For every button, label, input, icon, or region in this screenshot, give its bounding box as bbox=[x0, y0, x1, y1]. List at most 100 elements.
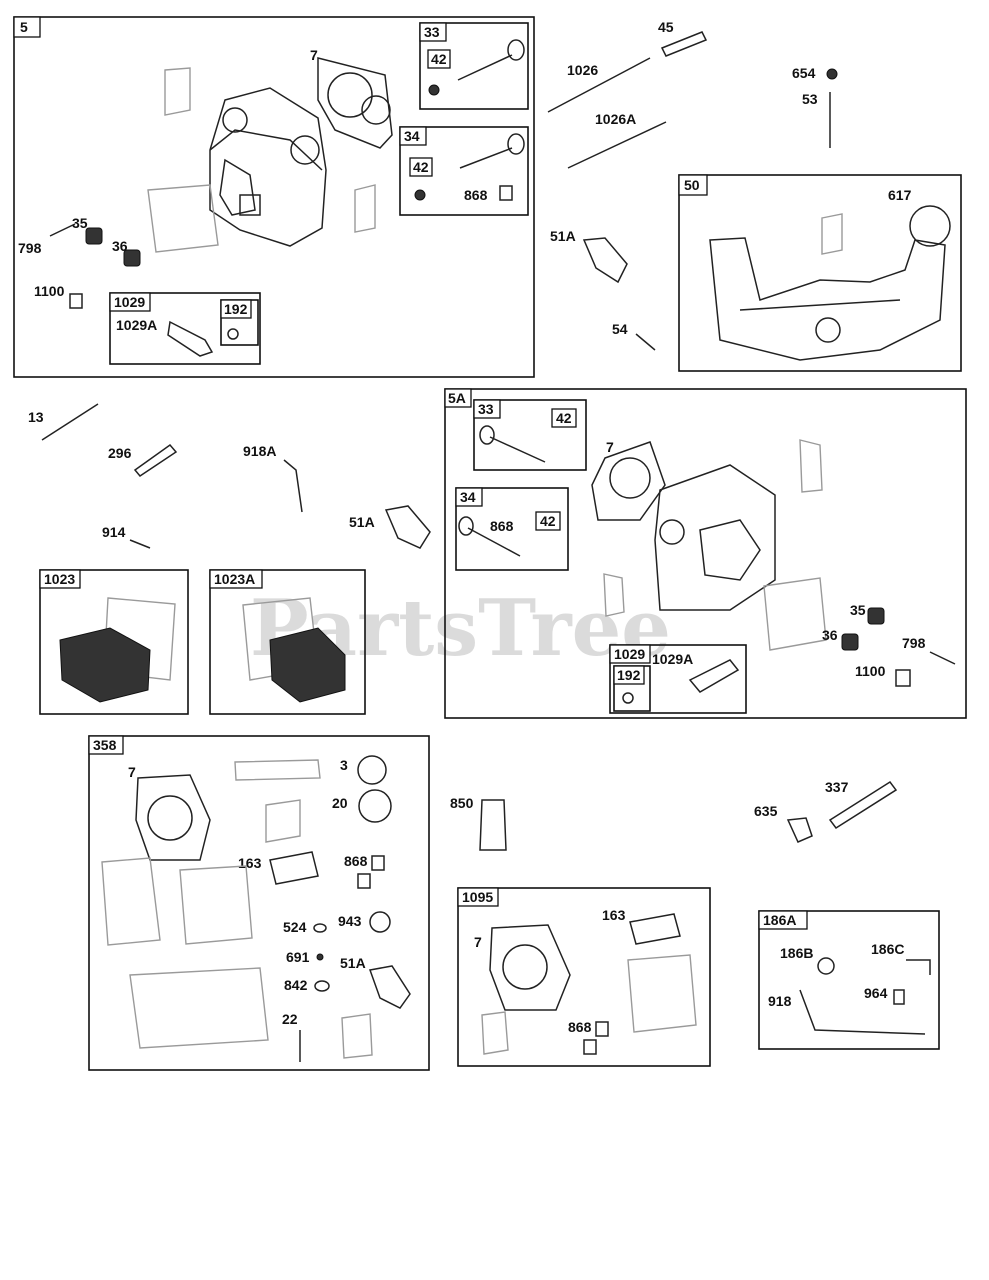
group-34-frame bbox=[399, 126, 529, 216]
intake-valve bbox=[489, 436, 546, 463]
bolt bbox=[41, 403, 99, 441]
gasket bbox=[265, 799, 301, 843]
gasket bbox=[101, 857, 161, 946]
elbow-fitting bbox=[906, 959, 931, 975]
label-868: 868 bbox=[344, 853, 368, 869]
valve-cover bbox=[269, 627, 346, 703]
group-192-tag bbox=[220, 299, 252, 319]
label-635: 635 bbox=[754, 803, 778, 819]
exhaust-gasket bbox=[384, 505, 431, 549]
group-50-frame bbox=[678, 174, 962, 372]
valve-cover bbox=[59, 627, 151, 703]
group-1095-tag bbox=[457, 887, 499, 907]
intake-gasket bbox=[164, 67, 191, 116]
label-842: 842 bbox=[284, 977, 308, 993]
valve-cover-gasket bbox=[147, 184, 219, 253]
bushing bbox=[133, 443, 178, 477]
group-1023-tag bbox=[39, 569, 81, 589]
label-798: 798 bbox=[18, 240, 42, 256]
valve-head bbox=[479, 425, 495, 445]
label-1100: 1100 bbox=[855, 663, 886, 679]
label-617: 617 bbox=[888, 187, 912, 203]
group-33-label: 33 bbox=[424, 24, 440, 40]
valve-cover-gasket bbox=[627, 954, 697, 1033]
valve-cover-gasket bbox=[179, 865, 253, 945]
valve-keeper bbox=[414, 189, 426, 201]
group-42-tag bbox=[409, 157, 433, 177]
label-163: 163 bbox=[238, 855, 262, 871]
nut bbox=[227, 328, 239, 340]
group-1029-tag bbox=[609, 644, 651, 664]
group-192-label: 192 bbox=[224, 301, 248, 317]
label-36: 36 bbox=[112, 238, 128, 254]
fastener bbox=[69, 293, 83, 309]
o-ring bbox=[314, 980, 330, 992]
label-337: 337 bbox=[825, 779, 849, 795]
group-1029-label: 1029 bbox=[114, 294, 145, 310]
gasket bbox=[603, 573, 625, 617]
label-51A: 51A bbox=[550, 228, 576, 244]
group-42-label: 42 bbox=[556, 410, 572, 426]
exhaust-valve bbox=[459, 147, 513, 169]
rocker-arm bbox=[167, 320, 214, 357]
gasket bbox=[821, 213, 843, 255]
label-691: 691 bbox=[286, 949, 310, 965]
group-42-label: 42 bbox=[540, 513, 556, 529]
gasket bbox=[799, 439, 823, 493]
group-33-tag bbox=[473, 399, 501, 419]
exhaust-valve bbox=[467, 527, 521, 557]
label-35: 35 bbox=[72, 215, 88, 231]
group-1029-tag bbox=[109, 292, 151, 312]
group-50-tag bbox=[678, 174, 708, 196]
label-20: 20 bbox=[332, 795, 348, 811]
group-34-tag bbox=[455, 487, 483, 507]
valve-seal bbox=[583, 1039, 597, 1055]
label-7: 7 bbox=[606, 439, 614, 455]
valve-guide bbox=[660, 31, 708, 57]
nut bbox=[826, 68, 838, 80]
valve-cover-gasket bbox=[763, 577, 827, 651]
gasket bbox=[269, 851, 319, 885]
group-1029-frame bbox=[109, 292, 261, 365]
spark-plug bbox=[828, 780, 898, 830]
label-868: 868 bbox=[464, 187, 488, 203]
label-943: 943 bbox=[338, 913, 362, 929]
group-1029-frame bbox=[609, 644, 747, 714]
fastener bbox=[895, 669, 911, 687]
group-33-frame bbox=[419, 22, 529, 110]
group-5A-frame bbox=[444, 388, 967, 719]
label-3: 3 bbox=[340, 757, 348, 773]
label-1029A: 1029A bbox=[116, 317, 157, 333]
valve-spring bbox=[867, 607, 885, 625]
group-5-tag bbox=[13, 16, 41, 38]
label-654: 654 bbox=[792, 65, 816, 81]
o-ring bbox=[313, 923, 327, 933]
group-33-label: 33 bbox=[478, 401, 494, 417]
push-rod bbox=[547, 57, 651, 113]
group-42-label: 42 bbox=[413, 159, 429, 175]
clamp bbox=[893, 989, 905, 1005]
label-296: 296 bbox=[108, 445, 132, 461]
screw bbox=[129, 539, 151, 549]
group-186A-tag bbox=[758, 910, 808, 930]
group-1095-label: 1095 bbox=[462, 889, 493, 905]
valve-seal bbox=[371, 855, 385, 871]
valve-head bbox=[507, 39, 525, 61]
group-1029-label: 1029 bbox=[614, 646, 645, 662]
exhaust-gasket bbox=[582, 237, 628, 284]
intake-valve bbox=[457, 54, 513, 81]
label-914: 914 bbox=[102, 524, 126, 540]
group-1023-frame bbox=[39, 569, 189, 715]
crankcase-gasket bbox=[129, 967, 269, 1049]
group-1023A-tag bbox=[209, 569, 263, 589]
seal-ring bbox=[909, 205, 951, 247]
head-gasket bbox=[135, 774, 211, 861]
valve-seal bbox=[595, 1021, 609, 1037]
label-798: 798 bbox=[902, 635, 926, 651]
group-33-tag bbox=[419, 22, 447, 42]
label-918A: 918A bbox=[243, 443, 276, 459]
head-gasket bbox=[489, 924, 571, 1011]
hose bbox=[283, 459, 303, 513]
group-50-label: 50 bbox=[684, 177, 700, 193]
group-42-tag bbox=[551, 408, 577, 428]
